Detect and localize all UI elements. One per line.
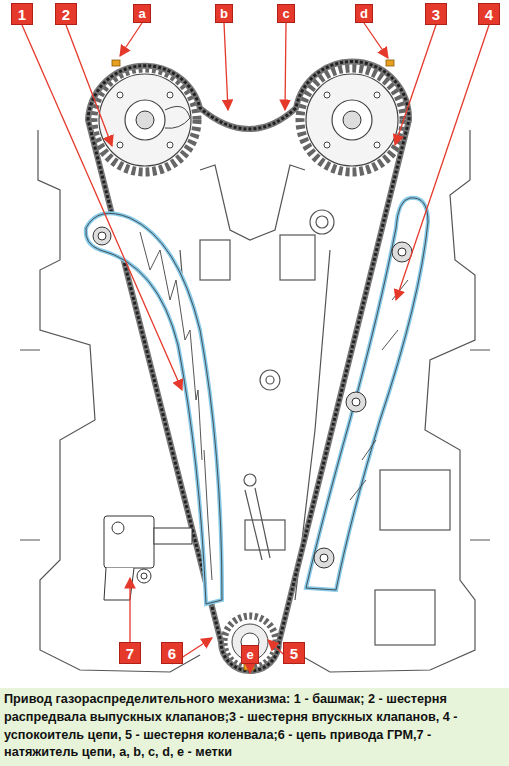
callout-box: 5 — [283, 642, 305, 664]
callout-box: 2 — [55, 3, 77, 25]
callout-box: b — [215, 4, 233, 23]
callout-number: b — [220, 7, 228, 20]
callout-box: e — [241, 645, 259, 664]
crankshaft-sprocket — [224, 616, 276, 668]
callout-number: 5 — [290, 646, 298, 661]
callout-number: d — [360, 7, 368, 20]
callout-number: 2 — [62, 7, 70, 22]
caption-band: Привод газораспределительного механизма:… — [0, 688, 509, 766]
chain-damper — [306, 198, 428, 590]
callout-number: 6 — [168, 646, 176, 661]
callout-number: a — [138, 7, 145, 20]
callout-number: 1 — [18, 7, 26, 22]
callout-number: e — [246, 648, 253, 661]
callout-number: c — [282, 7, 289, 20]
chain-shoe — [86, 213, 222, 604]
leader-lines — [22, 23, 489, 673]
chain-tensioner — [104, 516, 192, 600]
exhaust-cam-sprocket — [93, 68, 197, 172]
callout-box: a — [133, 4, 151, 23]
callout-box: c — [277, 4, 295, 23]
callout-box: d — [355, 4, 373, 23]
intake-cam-sprocket — [300, 68, 404, 172]
callout-box: 6 — [161, 642, 183, 664]
callout-box: 1 — [11, 3, 33, 25]
callout-number: 4 — [485, 7, 493, 22]
callout-box: 4 — [478, 3, 500, 25]
caption: Привод газораспределительного механизма:… — [4, 691, 505, 762]
callout-box: 7 — [119, 642, 141, 664]
timing-chain — [88, 62, 409, 671]
callout-number: 7 — [126, 646, 134, 661]
callout-box: 3 — [425, 3, 447, 25]
callout-number: 3 — [432, 7, 440, 22]
